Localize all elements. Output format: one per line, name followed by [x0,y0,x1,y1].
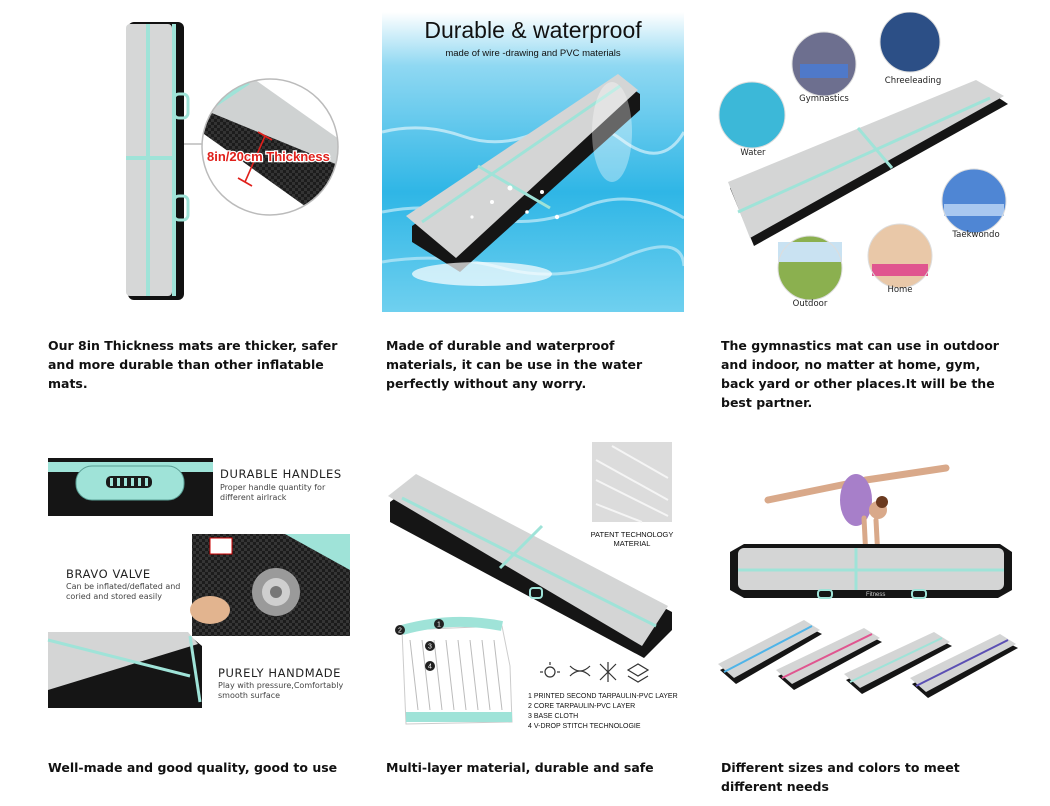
feature-handmade-title: PURELY HANDMADE [218,666,341,680]
use-label-taekwondo: Taekwondo [951,230,999,240]
use-label-outdoor: Outdoor [793,299,828,309]
wave-icon [569,665,591,677]
colors-image: Fitness [716,440,1021,740]
layer-1: 1 PRINTED SECOND TARPAULIN-PVC LAYER [528,693,678,700]
colors-caption: Different sizes and colors to meet diffe… [721,760,960,794]
gymnast-figure [764,464,950,561]
feature-handles-title: DURABLE HANDLES [220,467,342,481]
panel-thickness: 8in/20cm Thickness Our 8in Thickness mat… [40,14,355,414]
waterproof-caption: Made of durable and waterproof materials… [386,338,643,391]
feature-handles-sub1: Proper handle quantity for [220,483,326,492]
panel-waterproof: Durable & waterproof made of wire -drawi… [382,12,692,412]
patent-line2: MATERIAL [614,539,651,548]
use-label-cheerleading: Chreeleading [885,76,941,86]
use-circle-taekwondo [941,168,1007,234]
use-circle-water [718,81,786,149]
waterproof-headline: Durable & waterproof [424,17,642,43]
layer-3: 3 BASE CLOTH [528,713,578,720]
use-label-gymnastics: Gymnastics [799,94,849,104]
feature-handmade-sub1: Play with pressure,Comfortably [218,681,343,690]
panel-colors: Fitness Different s [716,440,1050,806]
feature-icons [540,662,650,683]
layer-marker: 4 [428,664,432,671]
use-circle-home [867,223,933,289]
feature-handmade-sub2: smooth surface [218,691,280,700]
use-circle-gymnastics [791,31,857,97]
uses-image: Gymnastics Chreeleading Water Taekwondo … [716,12,1016,312]
layers-caption: Multi-layer material, durable and safe [386,760,654,775]
layer-marker: 2 [398,628,402,635]
layers-image: PATENT TECHNOLOGY MATERIAL 1 2 3 4 [382,440,692,735]
layer-markers: 1 2 3 4 [395,619,444,671]
use-label-home: Home [887,285,912,295]
thickness-callout: 8in/20cm Thickness [207,149,330,164]
mat-variant-pink [776,628,882,690]
thickness-caption: Our 8in Thickness mats are thicker, safe… [48,338,338,391]
mat-variant-blue [718,620,822,684]
panel-features: DURABLE HANDLES Proper handle quantity f… [40,440,360,806]
feature-valve-title: BRAVO VALVE [66,567,151,581]
sun-icon [540,662,560,678]
feature-valve-sub1: Can be inflated/deflated and [66,582,180,591]
uses-caption: The gymnastics mat can use in outdoor an… [721,338,999,410]
feature-valve-sub2: coried and stored easily [66,592,162,601]
waterproof-image: Durable & waterproof made of wire -drawi… [382,12,684,312]
thickness-image: 8in/20cm Thickness [40,14,350,314]
layer-2: 2 CORE TARPAULIN-PVC LAYER [528,703,635,710]
features-image: DURABLE HANDLES Proper handle quantity f… [40,440,355,730]
mat-variant-mint [844,632,952,694]
brand-label: Fitness [866,592,885,598]
layer-marker: 1 [437,622,441,629]
layer-4: 4 V-DROP STITCH TECHNOLOGIE [528,723,641,730]
mesh-icon [599,662,617,682]
panel-layers: PATENT TECHNOLOGY MATERIAL 1 2 3 4 [382,440,702,806]
feature-handles-sub2: different airlrack [220,493,287,502]
features-caption: Well-made and good quality, good to use [48,760,338,775]
waterproof-subheadline: made of wire -drawing and PVC materials [445,48,621,59]
use-circle-cheerleading [879,12,941,73]
panel-uses: Gymnastics Chreeleading Water Taekwondo … [716,12,1050,412]
use-circle-outdoor [777,235,843,301]
use-label-water: Water [740,148,766,158]
patent-line1: PATENT TECHNOLOGY [591,530,674,539]
mat-variant-purple [910,634,1018,698]
layers-icon [626,663,650,683]
layer-marker: 3 [428,644,432,651]
